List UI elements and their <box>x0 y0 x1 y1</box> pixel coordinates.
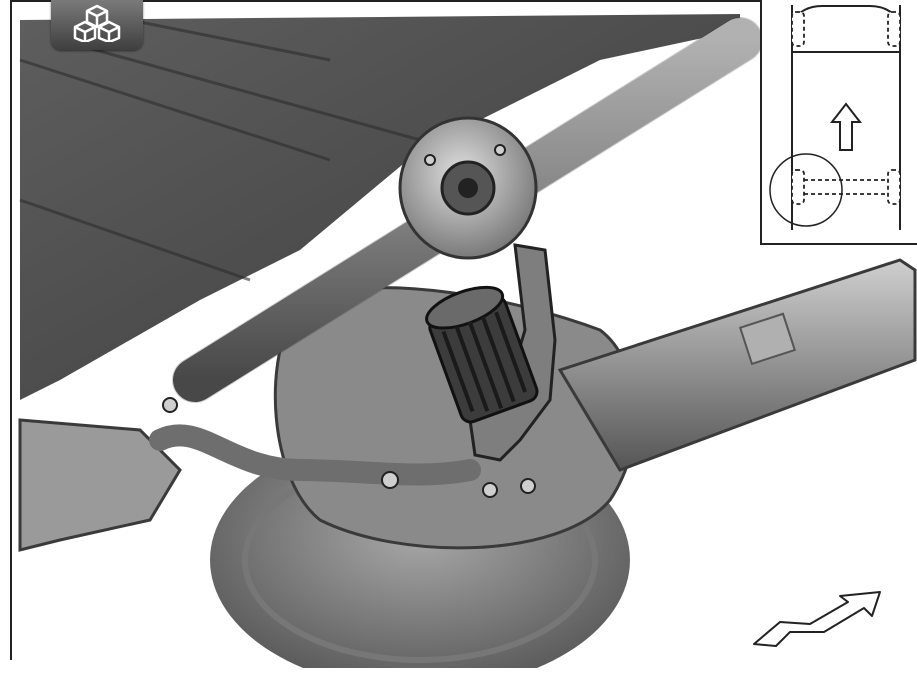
rear-axle-tube <box>557 258 917 472</box>
vehicle-floor-panel <box>20 14 740 400</box>
suspension-arm <box>18 418 182 552</box>
generator-fins <box>441 311 528 412</box>
vehicle-topview-inset <box>760 0 917 245</box>
vehicle-topview-icon <box>769 5 901 230</box>
3d-view-badge <box>51 0 143 50</box>
floor-panel-seams <box>19 18 421 282</box>
pulley-center <box>458 178 478 198</box>
axle-bracket <box>738 312 797 366</box>
stabilizer-bar <box>149 424 481 486</box>
highlight-circle <box>769 153 843 227</box>
frame-top-line <box>10 0 760 2</box>
travel-direction-arrow-icon <box>753 591 881 647</box>
forward-arrow-icon <box>829 102 863 151</box>
fastener-bolts <box>162 144 536 498</box>
generator-unit <box>425 285 539 424</box>
3d-cubes-icon <box>73 4 121 42</box>
frame-left-line <box>10 0 12 660</box>
